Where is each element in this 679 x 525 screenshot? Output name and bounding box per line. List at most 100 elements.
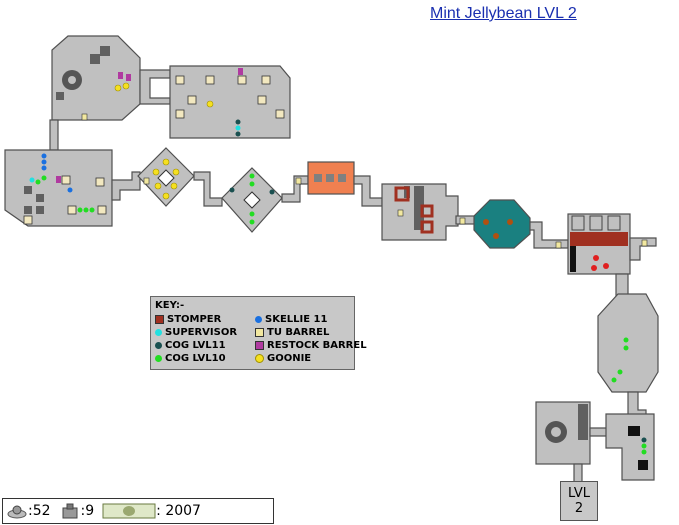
barrel-dot [483,219,489,225]
room-left [4,149,113,227]
legend-item-cog11: COG LVL11 [155,340,226,351]
wall-block [638,460,648,470]
restock-barrel [118,72,123,79]
cog11-dot [235,119,241,125]
crate [61,175,71,185]
corridor [49,119,59,151]
exit-label: LVL [568,486,590,501]
cogs-count: :52 [28,503,51,519]
wall-block [90,54,100,64]
crate [261,75,271,85]
cog10-dot [249,181,255,187]
crate [23,215,33,225]
room-small [605,413,655,481]
tu-barrel [295,177,302,185]
cog-icon [62,70,82,90]
crate [275,109,285,119]
supervisor-icon [155,329,162,336]
legend: KEY:- STOMPER SUPERVISOR COG LVL11 COG L… [150,296,367,370]
money-count: : 2007 [156,503,201,519]
stats-bar: :52 :9 : 2007 [2,498,274,524]
cog10-dot [249,173,255,179]
wall-block [578,404,588,440]
cog10-dot [89,207,95,213]
corridor [111,171,141,201]
supervisor-dot [235,125,241,131]
legend-item-skellie: SKELLIE 11 [255,314,327,325]
cog10-dot [623,345,629,351]
stomper-head [607,215,621,231]
cog11-dot [641,437,647,443]
restock-barrel [56,176,61,183]
gear-count: :9 [80,503,95,519]
cog10-dot [617,369,623,375]
goonie-dot [170,182,178,190]
room-octagon [597,293,659,393]
crate [237,75,247,85]
cog10-icon [155,355,162,362]
room-cog-top [51,35,141,121]
restock-barrel [238,68,243,75]
room-boxes [169,65,291,139]
conveyor-slot [314,174,322,182]
cog11-dot [269,189,275,195]
goonie-icon [255,354,264,363]
red-marker [603,263,609,269]
stomper-marker [420,204,434,218]
goonie-dot [122,82,130,90]
corridor [281,175,309,203]
exit-level-box: LVL 2 [560,481,598,521]
restock-barrel [126,74,131,81]
diamond-marker [243,191,261,209]
skellie-icon [255,316,262,323]
cog10-dot [611,377,617,383]
cog10-dot [641,443,647,449]
stomper-bar [570,232,628,246]
wall-block [100,46,110,56]
wall-block [414,186,424,230]
crate [175,109,185,119]
corridor [353,175,383,207]
conveyor-slot [338,174,346,182]
legend-item-restock-barrel: RESTOCK BARREL [255,340,367,351]
goonie-dot [172,168,180,176]
crate [187,95,197,105]
tu-barrel [81,113,88,121]
legend-header: KEY:- [155,300,185,311]
diamond-marker [157,169,175,187]
exit-level-number: 2 [574,501,584,516]
red-marker [593,255,599,261]
goonie-dot [162,158,170,166]
cog10-dot [641,449,647,455]
cog-icon [545,421,567,443]
cog10-dot [35,179,41,185]
cog10-dot [623,337,629,343]
barrel-dot [507,219,513,225]
cog10-dot [77,207,83,213]
wall-block [24,186,32,194]
crate [97,205,107,215]
goonie-dot [152,168,160,176]
corridor [615,273,629,297]
tu-barrel [459,217,466,225]
skellie-dot [41,159,47,165]
stomper-marker [420,220,434,234]
map-title: Mint Jellybean LVL 2 [430,5,577,22]
cog10-dot [249,219,255,225]
wall-block [36,206,44,214]
wall-block [570,246,576,272]
corridor [627,391,647,417]
wall-block [36,194,44,202]
crate [175,75,185,85]
cog10-dot [41,175,47,181]
gear-icon [62,503,78,519]
wall-block [628,426,640,436]
corridor [573,463,583,483]
cog11-icon [155,342,162,349]
skellie-dot [67,187,73,193]
corridor [139,69,171,105]
corridor [629,237,657,261]
stomper-head [589,215,603,231]
money-icon [102,503,156,519]
